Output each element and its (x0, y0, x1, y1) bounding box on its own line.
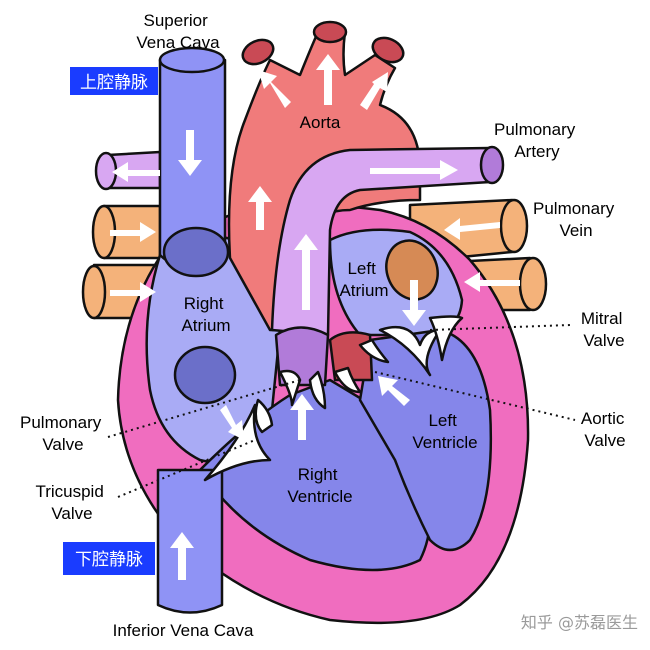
label-inferior-vena-cava: Inferior Vena Cava (113, 621, 254, 640)
cn-label-box-ivc (63, 542, 155, 575)
pulmonary-artery (270, 145, 505, 387)
arrow-aorta-branch-mid (316, 54, 340, 105)
arrow-rpv-2 (464, 272, 520, 292)
arrow-rv-up (290, 394, 314, 440)
arrow-ra-down (220, 405, 244, 440)
tricuspid-valve (203, 398, 274, 482)
arrow-pa-up (294, 234, 318, 310)
pulmonary-valve (278, 369, 327, 410)
leader-tricuspid (117, 439, 256, 498)
label-aortic-valve: Aortic Valve (581, 409, 629, 450)
blood-flow-arrows (110, 54, 520, 580)
label-pulmonary-artery: Pulmonary Artery (494, 120, 580, 161)
arrow-lv-up (378, 376, 410, 406)
cn-label-superior-vena-cava: 上腔静脉 (80, 73, 148, 93)
label-right-ventricle: Right Ventricle (287, 465, 352, 506)
aortic-valve (333, 338, 390, 394)
pulmonary-vein-orifice (385, 239, 439, 301)
label-pulmonary-valve: Pulmonary Valve (20, 413, 106, 454)
inferior-vena-cava (156, 345, 237, 614)
arrow-aorta-branch-right (360, 72, 388, 110)
watermark: 知乎 @苏磊医生 (521, 613, 638, 632)
label-aorta: Aorta (300, 113, 341, 132)
arrow-svc-down (178, 130, 202, 176)
cn-label-box-svc (70, 67, 158, 95)
arrow-lpv-1 (110, 222, 156, 242)
mitral-valve (378, 315, 464, 377)
label-left-ventricle: Left Ventricle (412, 411, 477, 452)
leader-aortic (374, 371, 576, 421)
arrow-ivc-up (170, 532, 194, 580)
arrow-la-down (402, 280, 426, 326)
label-superior-vena-cava: Superior Vena Cava (136, 11, 220, 52)
label-left-atrium: Left Atrium (339, 259, 388, 300)
cn-label-inferior-vena-cava: 下腔静脉 (75, 550, 143, 570)
arrow-lpv-2 (110, 282, 156, 302)
arrow-aorta-up (248, 186, 272, 230)
arrow-lpa-left (112, 162, 160, 182)
arrow-aorta-branch-left (258, 70, 291, 108)
label-mitral-valve: Mitral Valve (581, 309, 627, 350)
label-pulmonary-vein: Pulmonary Vein (533, 199, 619, 240)
label-right-atrium: Right Atrium (181, 294, 230, 335)
label-tricuspid-valve: Tricuspid Valve (35, 482, 108, 523)
superior-vena-cava (158, 46, 230, 278)
arrow-rpv-1 (444, 218, 500, 240)
right-ventricle (198, 378, 432, 572)
arrow-pa-right (370, 160, 458, 180)
leader-lines (107, 324, 576, 498)
